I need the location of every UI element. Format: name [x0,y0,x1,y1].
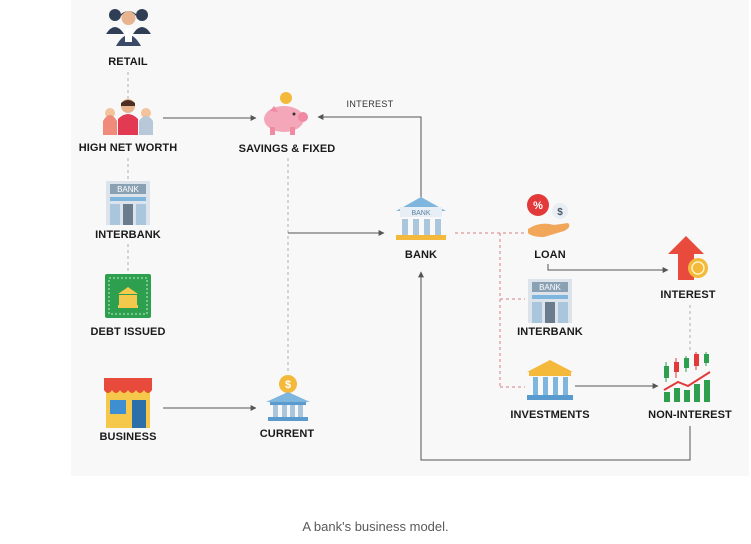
node-label-bank: BANK [404,249,438,261]
bank-sign-text: BANK [539,283,561,292]
bank-building-icon: BANK [106,181,150,225]
arrow-bank-savings-interest [317,114,422,197]
piggy-bank-icon [264,92,308,135]
interest-up-arrow-coin-icon [668,236,708,280]
node-label-investments: INVESTMENTS [510,409,590,421]
node-label-savings-fixed: SAVINGS & FIXED [238,143,336,155]
candlestick-chart-icon [663,352,711,402]
bank-sign-text: BANK [411,210,430,217]
node-label-retail: RETAIL [108,56,148,68]
node-label-high-net-worth: HIGH NET WORTH [78,142,178,154]
node-label-business: BUSINESS [99,431,157,443]
arrow-revenue-bank [418,271,691,461]
node-label-interbank-left: INTERBANK [95,229,161,241]
coin-symbol-text: $ [285,379,291,391]
node-label-interbank-right: INTERBANK [517,326,583,338]
loan-hand-icon: % $ [527,194,570,237]
figure-caption: A bank's business model. [302,519,449,534]
arrow-loan-interest [547,264,669,273]
node-label-current: CURRENT [259,428,315,440]
bank-coin-icon: $ [266,375,310,421]
node-label-interest: INTEREST [660,289,716,301]
retail-people-icon [106,9,151,46]
bank-building-icon: BANK [528,279,572,323]
dollar-symbol-text: $ [557,207,563,218]
bank-sign-text: BANK [117,185,139,194]
node-label-non-interest: NON-INTEREST [648,409,732,421]
percent-symbol-text: % [533,200,543,212]
node-label-debt-issued: DEBT ISSUED [90,326,166,338]
bank-icon: BANK [396,197,446,240]
edge-label-interest: INTEREST [346,99,394,109]
bank-note-icon [105,274,151,318]
institution-icon [527,360,573,400]
node-label-loan: LOAN [534,249,566,261]
storefront-icon [104,378,152,428]
family-icon [103,99,153,135]
